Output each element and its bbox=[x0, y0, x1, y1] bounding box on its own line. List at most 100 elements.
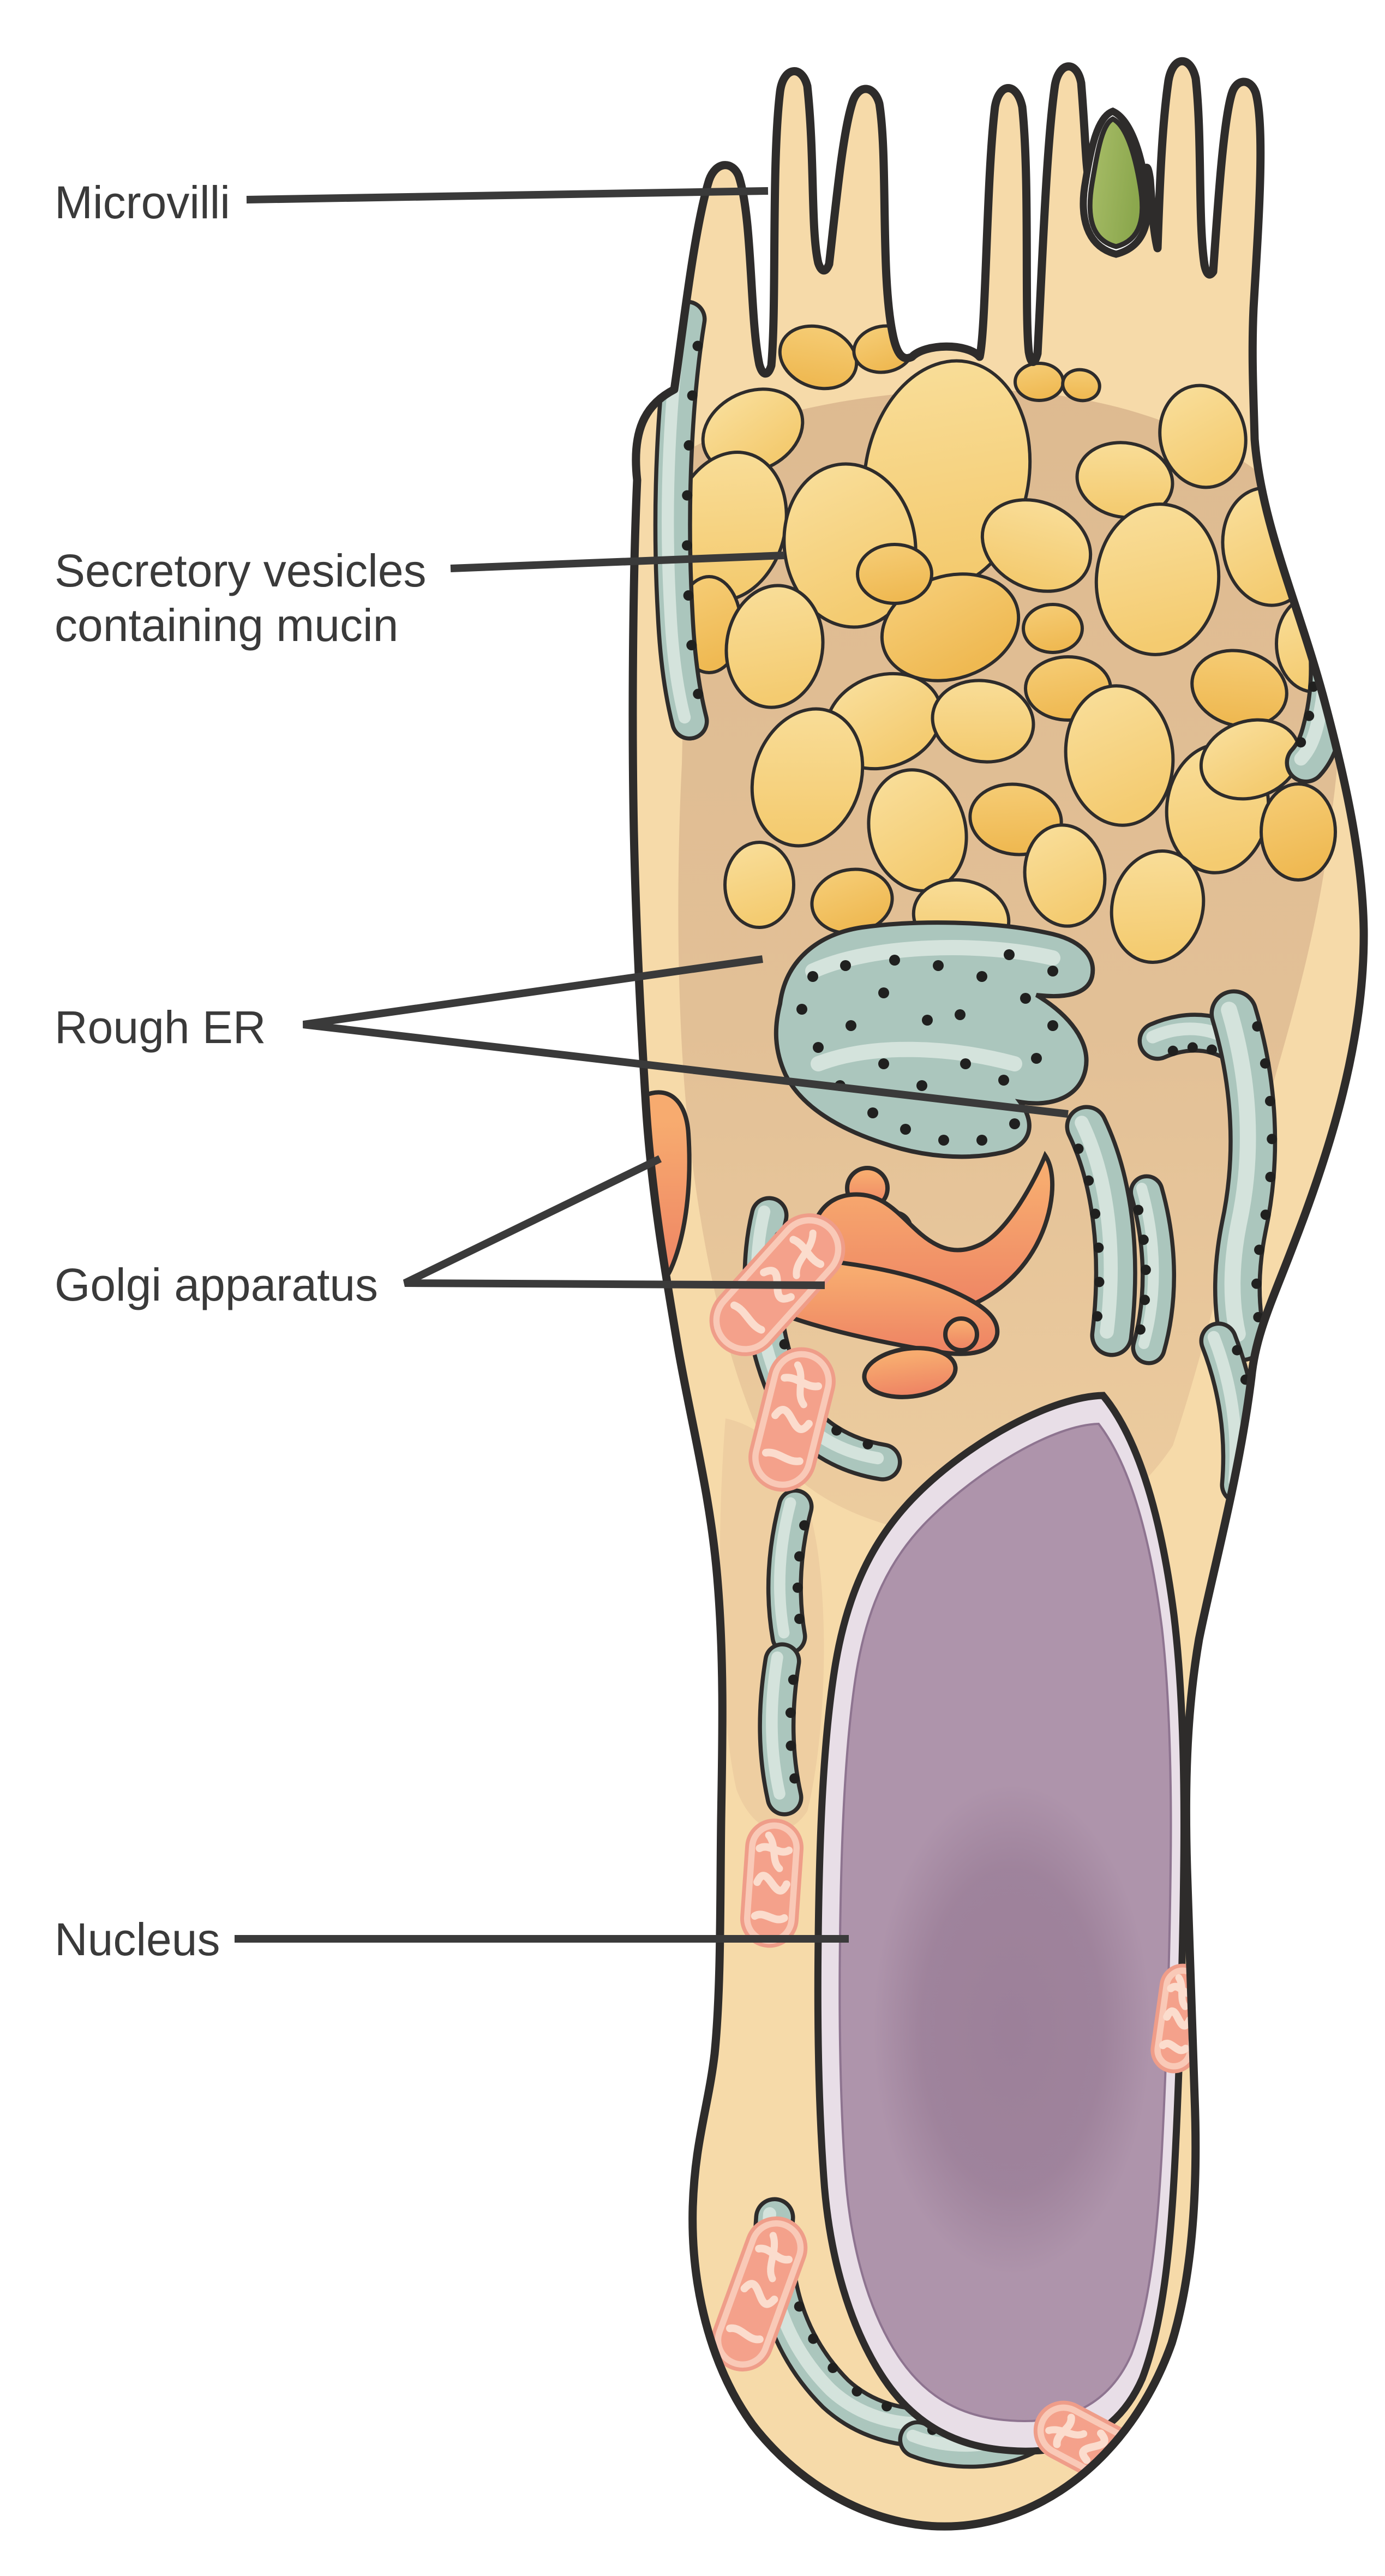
ribosome-dots-icon bbox=[1009, 1118, 1020, 1129]
ribosome-dots-icon bbox=[1140, 1295, 1150, 1305]
secretory-vesicle bbox=[856, 543, 933, 605]
ribosome-dots-icon bbox=[933, 960, 944, 971]
secretory-vesicle bbox=[1110, 849, 1206, 964]
ribosome-dots-icon bbox=[1299, 592, 1310, 603]
ribosome-dots-icon bbox=[960, 1058, 971, 1069]
ribosome-dots-icon bbox=[794, 2301, 805, 2312]
ribosome-dots-icon bbox=[1249, 1435, 1260, 1446]
golgi-vesicle bbox=[943, 1316, 979, 1352]
ribosome-dots-icon bbox=[779, 1339, 790, 1350]
ribosome-dots-icon bbox=[1138, 1235, 1149, 1245]
ribosome-dots-icon bbox=[1047, 1020, 1058, 1031]
ribosome-dots-icon bbox=[1254, 1244, 1265, 1255]
ribosome-dots-icon bbox=[785, 1708, 796, 1718]
ribosome-dots-icon bbox=[1047, 966, 1058, 977]
secretory-vesicle bbox=[1190, 649, 1288, 728]
ribosome-dots-icon bbox=[1187, 1042, 1198, 1053]
leader-line-secretory-vesicles bbox=[450, 552, 785, 572]
label-microvilli: Microvilli bbox=[55, 177, 230, 228]
ribosome-dots-icon bbox=[693, 688, 704, 699]
secretory-vesicle bbox=[750, 707, 865, 848]
ribosome-dots-icon bbox=[813, 1042, 824, 1053]
rough-er-ribbon bbox=[1129, 1174, 1176, 1365]
ribosome-dots-icon bbox=[840, 960, 851, 971]
leader-line-rough-er bbox=[303, 955, 1069, 1118]
leader-line-golgi bbox=[403, 1155, 825, 1289]
ribosome-dots-icon bbox=[1207, 1044, 1218, 1055]
ribosome-dots-icon bbox=[1140, 1265, 1151, 1275]
ribosome-dots-icon bbox=[916, 1080, 927, 1091]
ribosome-dots-icon bbox=[1264, 1095, 1275, 1106]
rough-er-ribbon bbox=[1209, 989, 1278, 1362]
ribosome-dots-icon bbox=[862, 1439, 873, 1449]
secretory-vesicle bbox=[1061, 368, 1101, 403]
ribosome-dots-icon bbox=[1092, 1311, 1103, 1322]
ribosome-dots-icon bbox=[1249, 1465, 1260, 1476]
ribosome-dots-icon bbox=[683, 440, 694, 451]
mitochondrion-icon bbox=[740, 1818, 804, 1948]
ribosome-dots-icon bbox=[922, 1015, 933, 1026]
ribosome-dots-icon bbox=[687, 390, 698, 401]
ribosome-dots-icon bbox=[976, 971, 987, 982]
ribosome-dots-icon bbox=[692, 340, 703, 351]
rough-er-ribbon bbox=[758, 1642, 804, 1817]
ribosome-dots-icon bbox=[1031, 1053, 1042, 1064]
golgi-vesicle bbox=[862, 1346, 958, 1399]
secretory-vesicle bbox=[1064, 684, 1175, 827]
ribosome-dots-icon bbox=[938, 1135, 949, 1146]
ribosome-dots-icon bbox=[1167, 1045, 1178, 1056]
ribosome-dots-icon bbox=[788, 1674, 799, 1685]
ribosome-dots-icon bbox=[1090, 1208, 1101, 1219]
ribosome-dots-icon bbox=[955, 1009, 966, 1020]
ribosome-dots-icon bbox=[794, 1551, 805, 1562]
ribosome-dots-icon bbox=[1304, 710, 1315, 721]
ribosome-dots-icon bbox=[900, 1124, 911, 1135]
label-secretory-vesicles-line2: containing mucin bbox=[55, 600, 398, 651]
nucleus bbox=[814, 1392, 1188, 2455]
ribosome-dots-icon bbox=[1073, 1143, 1084, 1154]
ribosome-dots-icon bbox=[789, 1773, 800, 1784]
ribosome-dots-icon bbox=[1083, 1175, 1094, 1186]
ribosome-dots-icon bbox=[786, 1740, 796, 1751]
ribosome-dots-icon bbox=[846, 1020, 856, 1031]
label-rough-er: Rough ER bbox=[55, 1002, 266, 1053]
ribosome-dots-icon bbox=[1290, 563, 1301, 574]
label-golgi: Golgi apparatus bbox=[55, 1259, 378, 1310]
ribosome-dots-icon bbox=[867, 1107, 878, 1118]
ribosome-dots-icon bbox=[1251, 1278, 1262, 1289]
ribosome-dots-icon bbox=[878, 1058, 889, 1069]
ribosome-dots-icon bbox=[1004, 949, 1015, 960]
ribosome-dots-icon bbox=[682, 490, 693, 501]
ribosome-dots-icon bbox=[1252, 1021, 1263, 1032]
ribosome-dots-icon bbox=[1135, 1324, 1146, 1335]
ribosome-dots-icon bbox=[882, 2401, 892, 2412]
ribosome-dots-icon bbox=[794, 1614, 805, 1625]
secretory-vesicle bbox=[1094, 502, 1221, 656]
green-mucin-vesicle-icon bbox=[1087, 116, 1145, 249]
ribosome-dots-icon bbox=[1133, 1205, 1144, 1215]
ribosome-dots-icon bbox=[1094, 1277, 1105, 1287]
ribosome-dots-icon bbox=[1296, 737, 1306, 748]
secretory-vesicle bbox=[880, 572, 1021, 682]
nucleolus-icon bbox=[873, 1784, 1151, 2275]
ribosome-dots-icon bbox=[792, 1582, 803, 1593]
ribosome-dots-icon bbox=[1093, 1242, 1104, 1253]
ribosome-dots-icon bbox=[828, 2362, 838, 2373]
ribosome-dots-icon bbox=[831, 1425, 842, 1436]
ribosome-dots-icon bbox=[1267, 1134, 1278, 1145]
mitochondrion-icon bbox=[711, 2216, 808, 2372]
ribosome-dots-icon bbox=[1260, 1058, 1270, 1069]
ribosome-dots-icon bbox=[681, 540, 692, 551]
cell-membrane bbox=[628, 57, 1368, 2531]
ribosome-dots-icon bbox=[808, 2333, 819, 2344]
secretory-vesicle bbox=[1260, 782, 1337, 882]
ribosome-dots-icon bbox=[998, 1075, 1009, 1086]
label-nucleus: Nucleus bbox=[55, 1914, 220, 1965]
secretory-vesicle bbox=[1075, 441, 1174, 519]
ribosome-dots-icon bbox=[807, 971, 818, 982]
secretory-vesicle bbox=[724, 584, 825, 709]
ribosome-dots-icon bbox=[878, 987, 889, 998]
ribosome-dots-icon bbox=[686, 640, 697, 651]
rough-er-ribbon bbox=[1065, 1105, 1137, 1357]
